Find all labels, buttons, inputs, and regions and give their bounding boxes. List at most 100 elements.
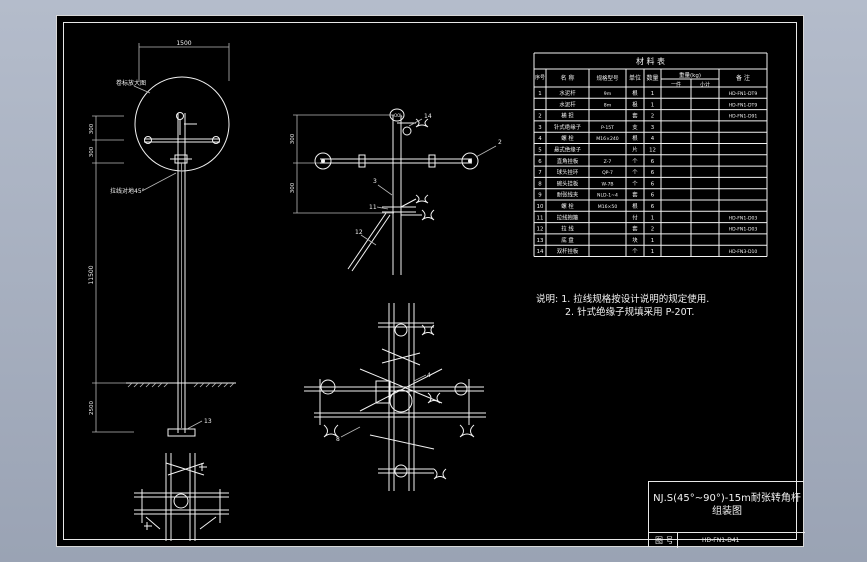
bom-cell: 6 xyxy=(651,159,655,165)
base-plate xyxy=(167,428,196,437)
bom-cell: 1 xyxy=(538,91,541,97)
bom-cell: 8 xyxy=(538,181,542,187)
plan-view: 4 8 xyxy=(304,303,486,491)
bom-cell: 3 xyxy=(651,125,654,131)
bom-header-weight-single: 一件 xyxy=(671,81,681,88)
bom-cell: 拉 线 xyxy=(561,225,574,233)
bom-cell: 6 xyxy=(651,170,655,176)
cad-drawing: 1500 卷标放大图 300 300 11500 2500 拉线对地45° xyxy=(88,40,768,541)
label-14: 14 xyxy=(424,113,432,120)
bom-cell: 13 xyxy=(537,238,544,244)
bom-cell: 2 xyxy=(651,114,654,120)
drawing-title: NJ.S(45°~90°)-15m耐张转角杆 xyxy=(653,493,801,504)
bom-cell: 拉线抱箍 xyxy=(557,213,579,221)
drawing-frame: 1500 卷标放大图 300 300 11500 2500 拉线对地45° xyxy=(63,22,805,548)
dim-top-width: 1500 xyxy=(176,40,191,47)
bom-cell: HD-FN1-D03 xyxy=(729,227,758,233)
bom-cell: 6 xyxy=(538,159,542,165)
bom-cell: 根 xyxy=(632,100,638,108)
bom-cell: 7 xyxy=(538,170,541,176)
drawing-sheet: 1500 卷标放大图 300 300 11500 2500 拉线对地45° xyxy=(56,15,805,548)
bom-cell: 针式绝缘子 xyxy=(554,123,582,131)
notes: 说明: 1. 拉线规格按设计说明的规定使用. 2. 针式绝缘子规填采用 P-20… xyxy=(536,293,709,319)
bom-cell: 套 xyxy=(632,191,638,199)
dim-300a: 300 xyxy=(89,123,95,134)
drawing-number-row: 图 号 HD-FN1-D41 xyxy=(649,532,805,548)
bom-cell: 个 xyxy=(632,180,638,187)
bom-cell: 4 xyxy=(538,136,542,142)
pole-top-mark: OOL xyxy=(394,113,403,118)
bom-title: 材 料 表 xyxy=(636,56,665,66)
bom-cell: 6 xyxy=(651,193,655,199)
bom-cell: 8m xyxy=(604,102,612,108)
label-11: 11 xyxy=(369,204,377,211)
bom-cell: NLD-1~4 xyxy=(597,193,618,199)
bom-cell: 个 xyxy=(632,248,638,255)
bom-cell: HD-FN1-DT9 xyxy=(729,91,758,97)
bom-cell: 9m xyxy=(604,91,612,97)
side-view: 300 300 OOL 14 2 3 11 xyxy=(290,108,502,275)
bom-cell: 11 xyxy=(537,215,544,221)
bom-header-name: 名 称 xyxy=(561,74,575,82)
label-2: 2 xyxy=(498,139,502,146)
bom-cell: HD-FN1-D91 xyxy=(729,114,758,120)
bom-cell: 螺 栓 xyxy=(561,202,574,210)
bom-cell: 1 xyxy=(651,102,654,108)
bom-cell: 2 xyxy=(651,227,654,233)
label-4: 4 xyxy=(427,372,431,379)
label-guy-angle: 拉线对地45° xyxy=(110,187,145,195)
bom-cell: W-7B xyxy=(601,181,613,187)
bom-cell: 3 xyxy=(538,125,541,131)
bom-cell: 横 担 xyxy=(561,112,574,120)
bom-cell: 6 xyxy=(651,204,655,210)
bom-cell: 耐张线夹 xyxy=(557,191,579,199)
dim-11500: 11500 xyxy=(88,265,95,284)
drawing-number-label: 图 号 xyxy=(655,536,674,545)
dim-2500: 2500 xyxy=(89,401,95,415)
bom-cell: 个 xyxy=(632,169,638,176)
bom-cell: 根 xyxy=(632,89,638,97)
bom-cell: 双杆挂板 xyxy=(557,247,579,255)
bom-cell: P-15T xyxy=(601,125,614,131)
bom-cell: QP-7 xyxy=(602,170,613,176)
note-line-2: 2. 针式绝缘子规填采用 P-20T. xyxy=(565,307,695,318)
label-8: 8 xyxy=(336,436,340,443)
pole-elevation: 1500 卷标放大图 300 300 11500 2500 拉线对地45° xyxy=(88,40,236,541)
bom-cell: 4 xyxy=(651,136,655,142)
bom-header-qty: 数量 xyxy=(646,74,658,82)
bom-header-spec: 规格型号 xyxy=(596,74,619,82)
note-line-1: 说明: 1. 拉线规格按设计说明的规定使用. xyxy=(536,294,710,305)
bom-cell: 水泥杆 xyxy=(559,100,576,108)
bom-cell: 6 xyxy=(651,181,655,187)
bom-cell: 螺 栓 xyxy=(561,134,574,142)
bom-cell: 14 xyxy=(537,249,544,255)
bom-cell: 1 xyxy=(651,215,654,221)
bom-cell: 球头挂环 xyxy=(557,168,579,176)
bom-cell: M16×50 xyxy=(598,204,618,210)
label-12: 12 xyxy=(355,229,363,236)
bom-cell: 12 xyxy=(649,148,656,154)
dim-300b: 300 xyxy=(89,146,95,157)
bom-cell: 1 xyxy=(651,249,654,255)
title-block: NJ.S(45°~90°)-15m耐张转角杆 组装图 图 号 HD-FN1-D4… xyxy=(648,481,805,548)
bom-cell: 付 xyxy=(632,213,638,221)
label-3: 3 xyxy=(373,178,377,185)
bom-cell: M16×240 xyxy=(596,136,619,142)
drawing-number: HD-FN1-D41 xyxy=(677,533,805,548)
bom-header-weight: 重量(kg) xyxy=(679,71,701,79)
bom-header-unit: 单位 xyxy=(629,74,641,82)
label-13: 13 xyxy=(204,418,212,425)
bom-header-seq: 序号 xyxy=(535,74,545,81)
bom-cell: 12 xyxy=(537,227,544,233)
label-enlarged: 卷标放大图 xyxy=(116,79,146,87)
bom-cell: 套 xyxy=(632,225,638,233)
bom-header-remark: 备 注 xyxy=(736,74,750,82)
bom-cell: 1 xyxy=(651,91,654,97)
bom-cell: HD-FN3-D10 xyxy=(729,249,758,255)
dim-mid-300a: 300 xyxy=(290,133,296,144)
bom-cell: 直角挂板 xyxy=(557,157,579,165)
bom-cell: 根 xyxy=(632,202,638,210)
bom-cell: 套 xyxy=(632,112,638,120)
enlarged-detail-circle xyxy=(134,76,230,172)
